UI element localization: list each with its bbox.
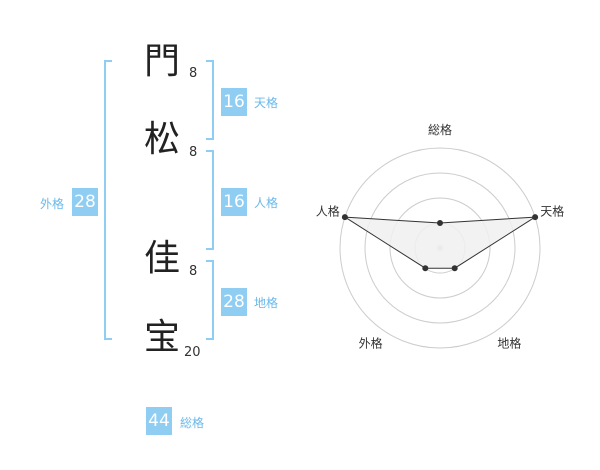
soukaku-badge: 44 <box>146 407 172 435</box>
name-char-1: 門 <box>143 41 180 82</box>
tenkaku-label: 天格 <box>254 96 279 110</box>
jinkaku-badge: 16 <box>221 188 247 216</box>
gaikaku-badge: 28 <box>72 188 98 216</box>
jinkaku-label: 人格 <box>254 196 279 210</box>
radar-axis-label-0: 総格 <box>428 122 452 137</box>
name-char-3: 佳 <box>143 238 180 279</box>
chikaku-badge: 28 <box>221 288 247 316</box>
radar-point-1 <box>532 214 539 221</box>
radar-axis-label-3: 外格 <box>359 335 383 350</box>
name-char-4: 宝 <box>143 317 180 358</box>
jinkaku-bracket <box>206 150 214 250</box>
chikaku-bracket <box>206 260 214 340</box>
radar-axis-label-2: 地格 <box>497 335 521 350</box>
radar-point-2 <box>451 265 458 272</box>
tenkaku-bracket <box>206 60 214 140</box>
stroke-count-2: 8 <box>189 145 198 160</box>
radar-axis-label-4: 人格 <box>316 204 340 219</box>
radar-ring-2 <box>389 197 491 299</box>
soukaku-label: 総格 <box>180 416 205 430</box>
radar-point-4 <box>341 214 348 221</box>
radar-ring-4 <box>339 147 541 349</box>
radar-area <box>344 216 536 269</box>
radar-ring-3 <box>364 172 516 324</box>
radar-point-3 <box>422 265 429 272</box>
chikaku-label: 地格 <box>254 296 279 310</box>
stroke-count-1: 8 <box>189 66 198 81</box>
radar-axis-label-1: 天格 <box>540 204 564 219</box>
stroke-count-4: 20 <box>184 345 201 360</box>
tenkaku-badge: 16 <box>221 88 247 116</box>
stroke-count-3: 8 <box>189 264 198 279</box>
name-char-2: 松 <box>143 119 180 160</box>
gaikaku-bracket <box>104 60 112 340</box>
gaikaku-label: 外格 <box>40 197 65 211</box>
radar-point-0 <box>437 220 443 226</box>
